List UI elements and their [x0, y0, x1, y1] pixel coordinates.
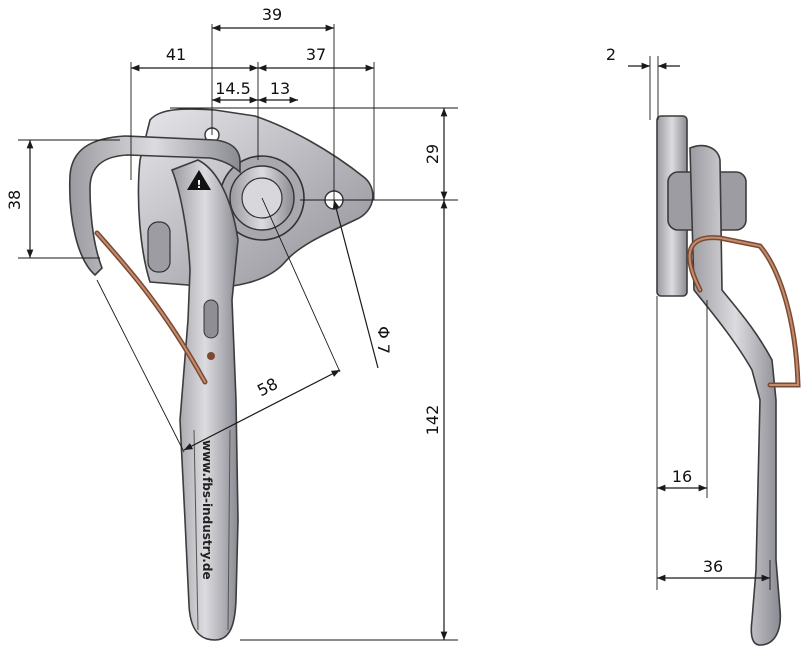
side-spring-wire-highlight — [688, 236, 800, 386]
dim-29: 29 — [423, 144, 442, 164]
dim-58: 58 — [254, 374, 281, 400]
dim-13: 13 — [270, 79, 290, 98]
plate-slot — [147, 221, 171, 273]
dim-line-58 — [183, 369, 341, 451]
dim-14-5: 14.5 — [215, 79, 251, 98]
dim-36: 36 — [703, 557, 723, 576]
dim-2: 2 — [606, 45, 616, 64]
dim-16: 16 — [672, 467, 692, 486]
dim-38: 38 — [5, 190, 24, 210]
grip-rib — [227, 429, 231, 631]
website-label: www.fbs-industry.de — [200, 440, 214, 580]
warning-triangle-icon — [187, 170, 211, 190]
latch-front-view: www.fbs-industry.de ! — [68, 108, 374, 641]
dim-142: 142 — [423, 405, 442, 436]
hook — [68, 135, 241, 277]
dimension-lines: 39 41 37 14.5 13 29 142 38 58 — [5, 5, 771, 641]
dim-37: 37 — [306, 45, 326, 64]
leader-phi7 — [332, 199, 379, 369]
warning-symbol: ! — [196, 178, 201, 191]
latch-side-view — [656, 115, 801, 646]
dim-phi7: Φ 7 — [374, 326, 393, 354]
handle-rivet — [207, 352, 215, 360]
dim-41: 41 — [166, 45, 186, 64]
dim-39: 39 — [262, 5, 282, 24]
handle-slot — [203, 299, 219, 339]
grip-rib — [193, 429, 199, 631]
spring-wire-highlight — [96, 232, 206, 383]
side-lever — [689, 144, 782, 646]
